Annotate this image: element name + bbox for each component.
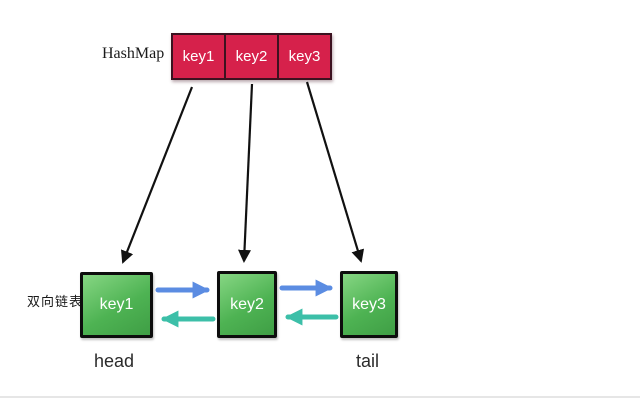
bottom-edge-line (0, 396, 640, 398)
hashmap-cell-key2: key2 (226, 35, 279, 78)
pointer-arrow-key3-icon (305, 81, 365, 263)
pointer-arrow-key1-icon (121, 86, 194, 264)
pointer-arrow-key2-icon (238, 83, 254, 263)
hashmap-cell-key1: key1 (173, 35, 226, 78)
list-node-key2: key2 (217, 271, 277, 338)
tail-label: tail (356, 351, 380, 371)
hashmap-cell-key3: key3 (279, 35, 330, 78)
hashmap-bucket-row: key1 key2 key3 (171, 33, 332, 80)
list-node-key1: key1 (80, 272, 153, 338)
list-node-key3: key3 (340, 271, 398, 338)
linked-list-label: 双向链表 (27, 294, 84, 309)
head-label: head (94, 351, 135, 371)
hashmap-label: HashMap (102, 45, 165, 62)
